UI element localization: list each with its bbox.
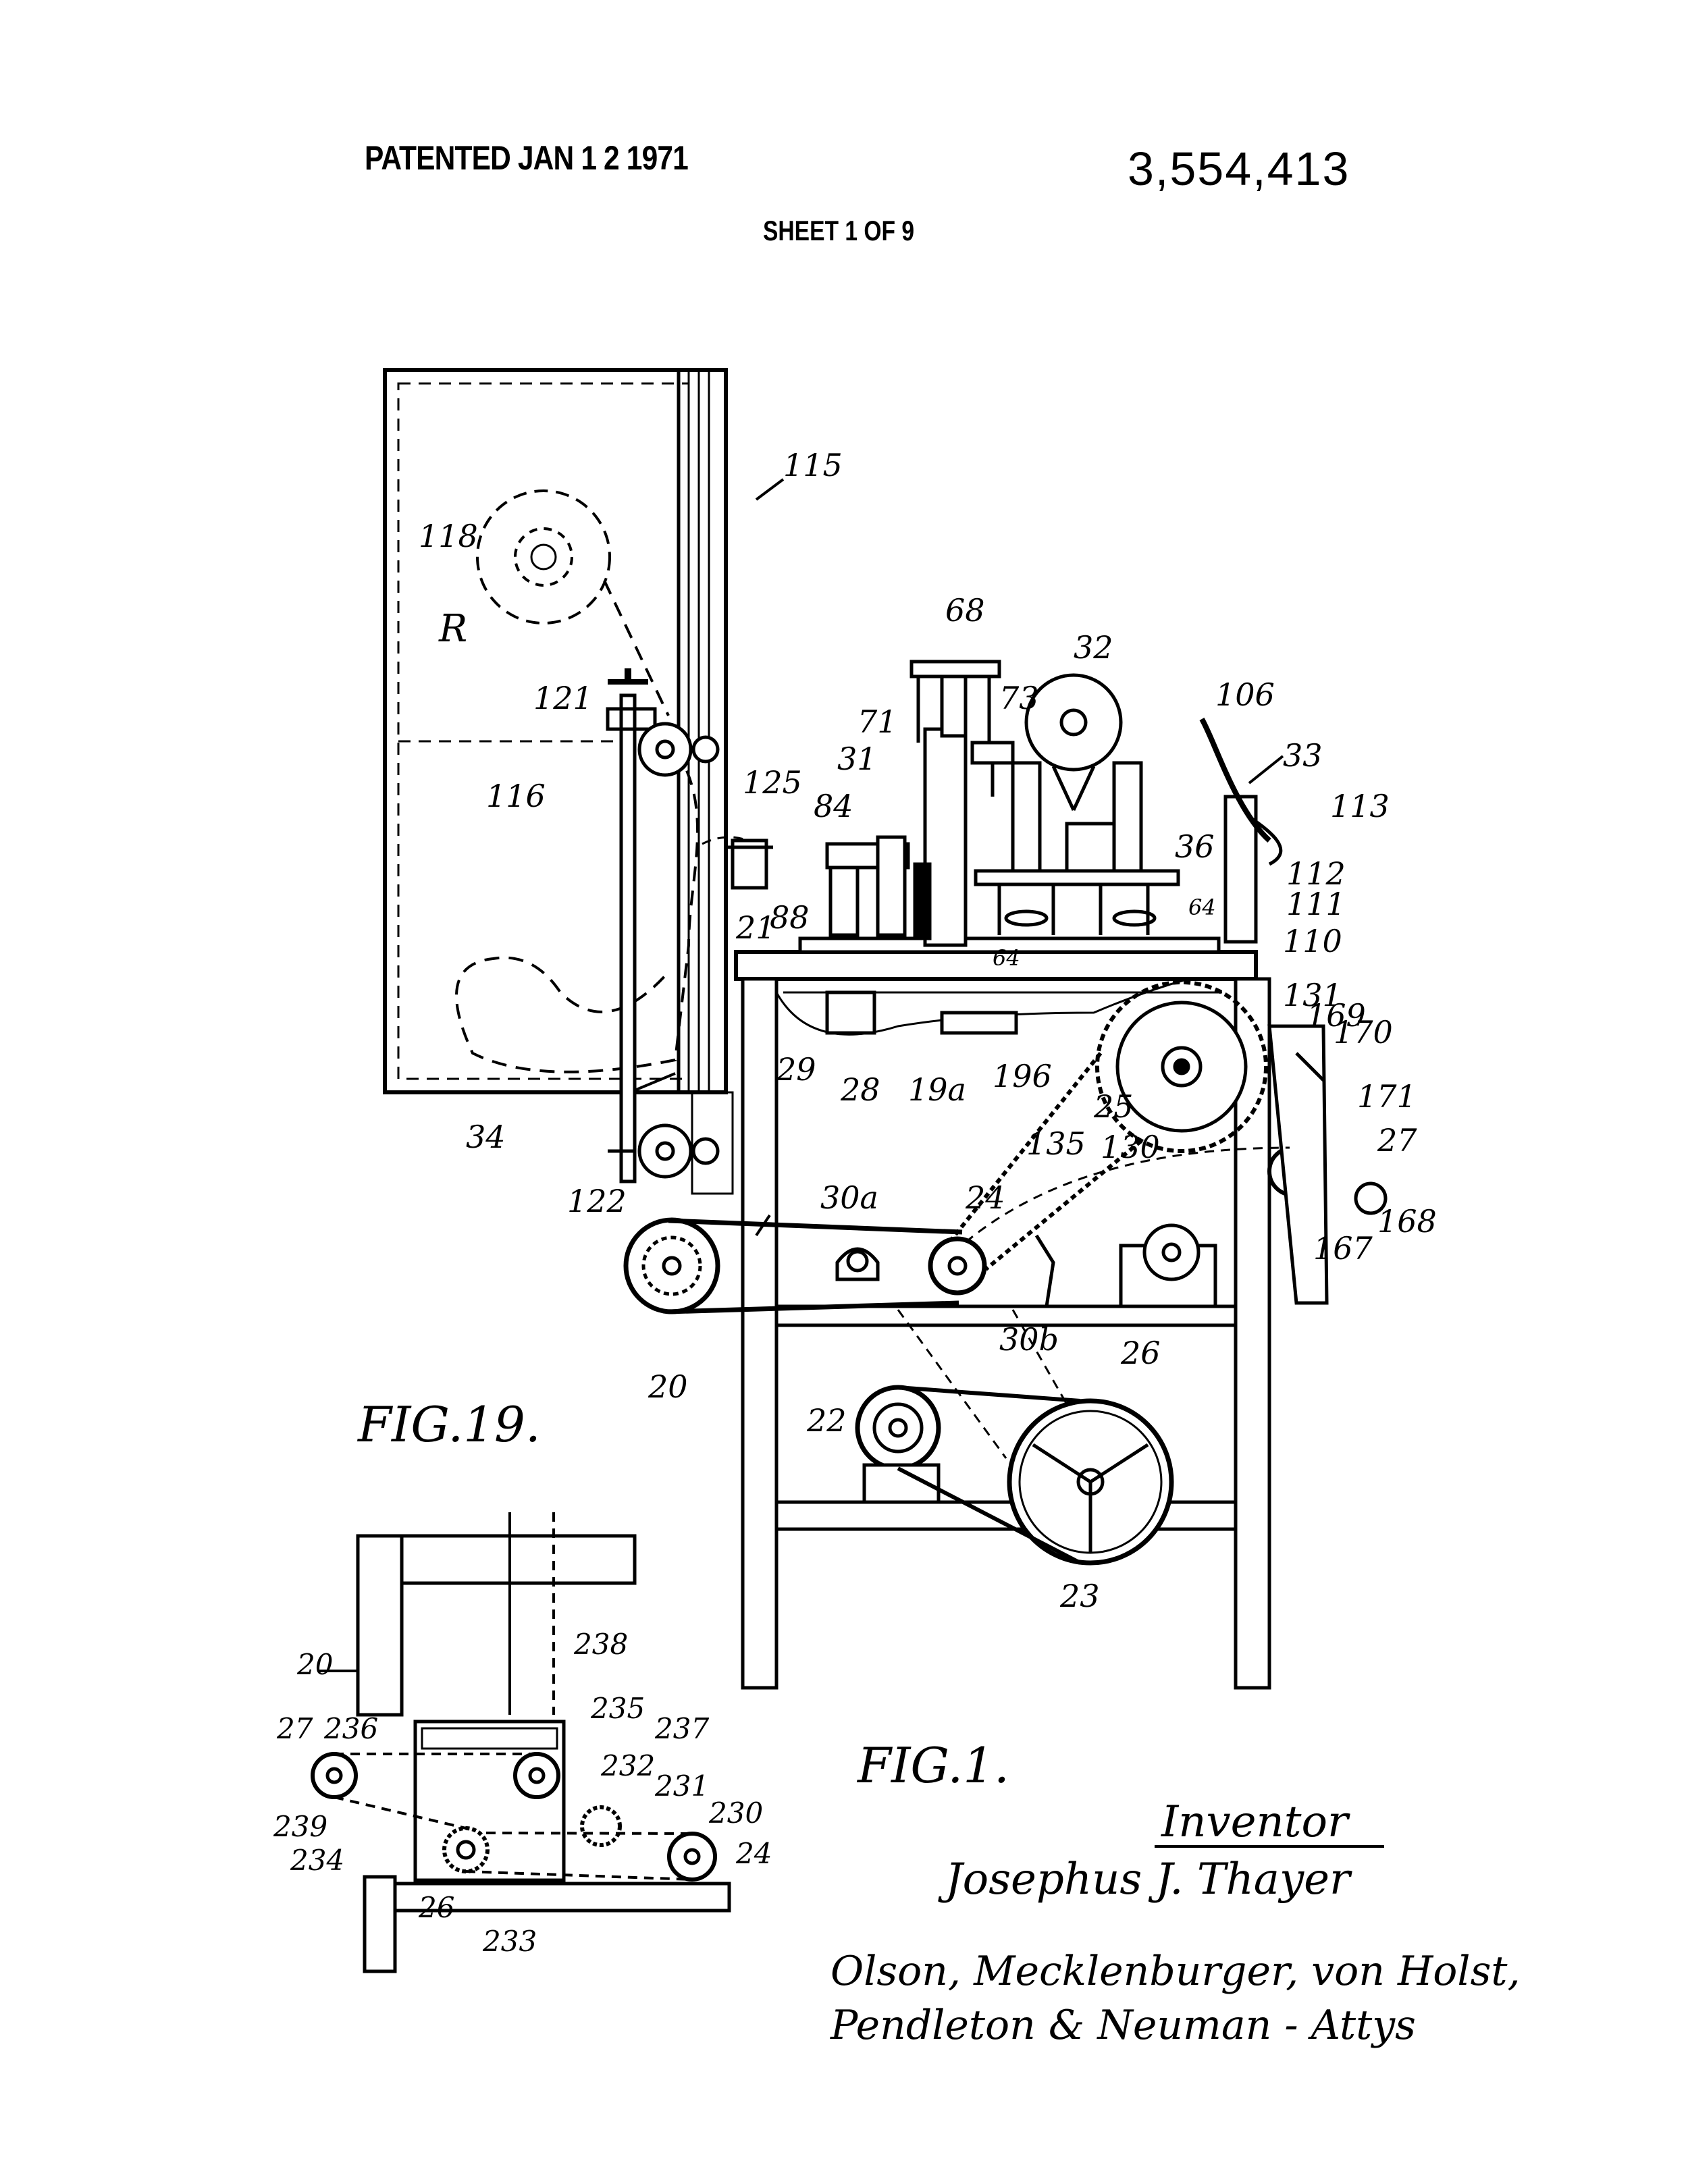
- patent-number: 3,554,413: [1128, 142, 1350, 195]
- fig19-reference-numerals: 20 238 27 236 235 237 232 231 230 24 239…: [273, 1628, 772, 1958]
- ref-73: 73: [999, 680, 1039, 716]
- ref-23: 23: [1059, 1578, 1100, 1614]
- ref-171: 171: [1357, 1078, 1417, 1115]
- ref-36: 36: [1175, 828, 1215, 865]
- ref-25: 25: [1093, 1088, 1134, 1125]
- ref-30a: 30a: [820, 1179, 878, 1216]
- ref-113: 113: [1330, 788, 1390, 824]
- sheet-number: SHEET 1 OF 9: [763, 215, 915, 246]
- fig1-label: FIG.1.: [856, 1737, 1009, 1794]
- ref-131: 131: [1283, 977, 1342, 1013]
- ref-21: 21: [735, 909, 776, 946]
- shafts: [623, 1024, 1388, 1459]
- ref-24: 24: [965, 1179, 1005, 1216]
- ref-125: 125: [743, 764, 802, 801]
- patented-date: PATENTED JAN 1 2 1971: [365, 139, 689, 177]
- ref-30b: 30b: [999, 1321, 1059, 1358]
- ref-115: 115: [783, 447, 843, 483]
- fig19-ref-27: 27: [276, 1712, 313, 1745]
- ref-170: 170: [1334, 1014, 1393, 1050]
- attorneys-line1: Olson, Mecklenburger, von Holst,: [830, 1948, 1521, 1995]
- ref-84: 84: [814, 788, 853, 824]
- fig19-ref-24: 24: [735, 1837, 772, 1870]
- fig19-ref-238: 238: [573, 1628, 628, 1661]
- fig19-ref-237: 237: [654, 1712, 709, 1745]
- ref-27: 27: [1377, 1122, 1417, 1158]
- fig19-ref-234: 234: [290, 1844, 344, 1877]
- fig19-ref-231: 231: [654, 1769, 709, 1803]
- ref-112: 112: [1286, 855, 1346, 892]
- inventor-name: Josephus J. Thayer: [938, 1855, 1352, 1905]
- ref-34: 34: [466, 1119, 506, 1155]
- fig19-ref-239: 239: [273, 1810, 327, 1843]
- ref-122: 122: [567, 1183, 627, 1219]
- ref-130: 130: [1101, 1129, 1160, 1165]
- ref-r: R: [438, 607, 467, 651]
- deck-equipment: [726, 660, 1283, 954]
- ref-116: 116: [486, 778, 546, 814]
- ref-29: 29: [776, 1051, 816, 1088]
- ref-110: 110: [1283, 923, 1342, 959]
- ref-28: 28: [840, 1071, 880, 1108]
- fig1-reference-numerals: 115 118 R 121 116 125 84 88 21 68 71 31 …: [419, 447, 1437, 1614]
- motor-22-flywheel-23: [855, 1385, 1174, 1566]
- ref-64b: 64: [993, 945, 1020, 971]
- ref-26: 26: [1120, 1335, 1161, 1371]
- fig19-detail: [311, 1512, 731, 1973]
- ref-168: 168: [1377, 1203, 1437, 1240]
- fig19-ref-235: 235: [590, 1692, 645, 1725]
- ref-121: 121: [533, 680, 593, 716]
- fig19-label: FIG.19.: [357, 1396, 541, 1453]
- ref-111: 111: [1286, 886, 1346, 922]
- ref-169: 169: [1307, 997, 1366, 1034]
- fig19-ref-20: 20: [296, 1648, 333, 1681]
- drive-131: [775, 978, 1268, 1271]
- ref-88: 88: [770, 899, 810, 936]
- ref-20: 20: [648, 1368, 688, 1405]
- fig19-ref-236: 236: [323, 1712, 378, 1745]
- fig19-ref-26: 26: [418, 1891, 454, 1924]
- attorneys-line2: Pendleton & Neuman - Attys: [830, 2002, 1416, 2049]
- ref-31: 31: [837, 741, 877, 777]
- ref-19a: 19a: [908, 1071, 966, 1108]
- fig1-machine: [383, 368, 1388, 1690]
- ref-22: 22: [806, 1402, 847, 1439]
- ref-118: 118: [419, 518, 478, 554]
- ref-32: 32: [1074, 629, 1113, 666]
- ref-64a: 64: [1188, 895, 1216, 920]
- ref-135: 135: [1026, 1125, 1086, 1162]
- post-121-122: [606, 668, 734, 1195]
- inventor-label: Inventor: [1161, 1797, 1350, 1847]
- cabinet-115: [383, 368, 757, 1094]
- ref-196: 196: [993, 1058, 1052, 1094]
- ref-68: 68: [945, 592, 985, 629]
- ref-33: 33: [1283, 737, 1323, 774]
- fig19-ref-232: 232: [600, 1749, 655, 1782]
- fig19-ref-230: 230: [708, 1796, 763, 1830]
- ref-71: 71: [858, 703, 897, 740]
- fig19-ref-233: 233: [482, 1925, 537, 1958]
- ref-106: 106: [1215, 676, 1275, 713]
- signature-block: Inventor Josephus J. Thayer Olson, Meckl…: [830, 1797, 1521, 2049]
- frame-20: [734, 950, 1271, 1690]
- ref-167: 167: [1313, 1230, 1373, 1267]
